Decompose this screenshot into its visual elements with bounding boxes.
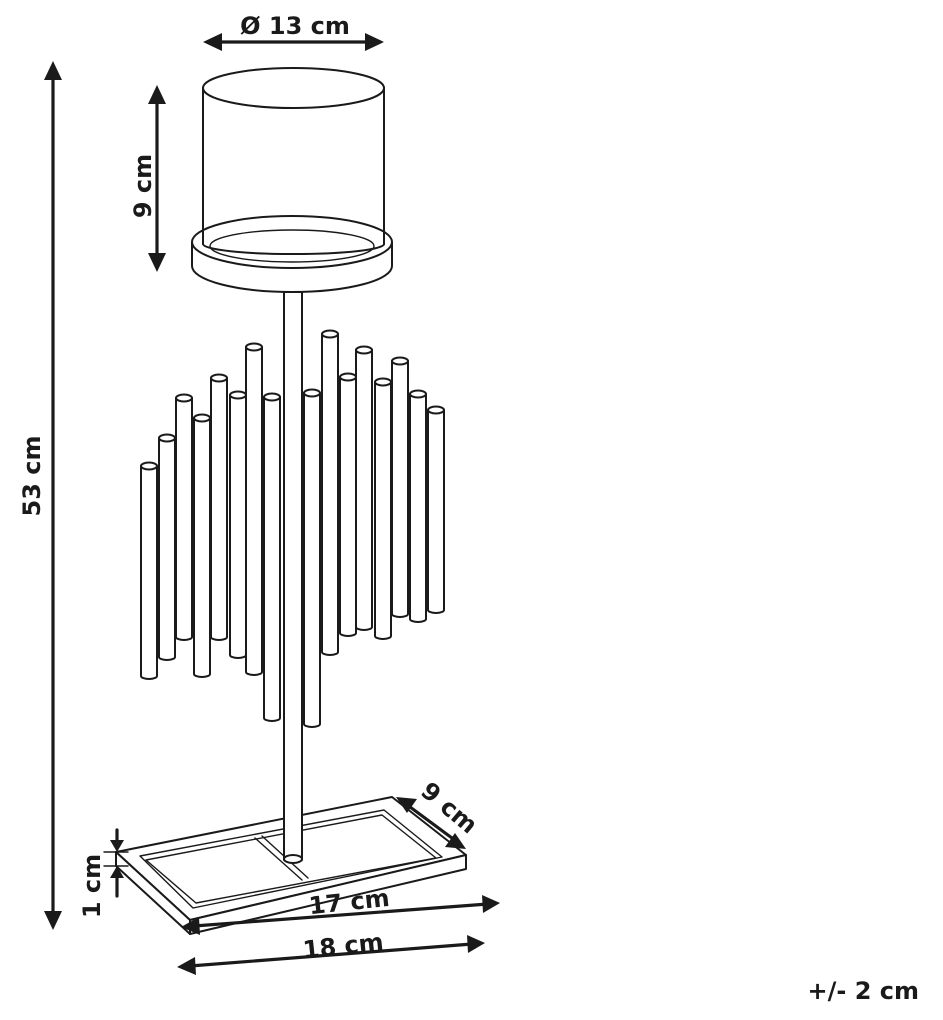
base-height-dimension: 1 cm	[78, 828, 129, 918]
base-length-label: 18 cm	[301, 928, 384, 964]
rod-15	[409, 389, 427, 623]
total-height-dimension: 53 cm	[18, 61, 62, 930]
diameter-label: Ø 13 cm	[240, 12, 350, 40]
rod-13	[374, 377, 392, 640]
rod-3	[175, 393, 193, 641]
rod-5	[210, 373, 228, 641]
rod-11	[339, 372, 357, 637]
rod-6	[229, 390, 247, 659]
rod-1	[140, 461, 158, 680]
center-stem	[283, 291, 303, 864]
rod-8	[263, 392, 281, 722]
rod-4	[193, 413, 211, 678]
holder-height-dimension: 9 cm	[129, 85, 166, 272]
decorative-rods	[140, 329, 445, 728]
rod-9	[303, 388, 321, 728]
candle-holder	[191, 67, 393, 293]
base-length-dimension: 18 cm	[177, 928, 485, 975]
total-height-label: 53 cm	[18, 436, 46, 517]
diameter-dimension: Ø 13 cm	[203, 12, 384, 51]
rod-16	[427, 405, 445, 614]
rod-10	[321, 329, 339, 656]
base-height-label-top: 1 cm	[78, 854, 106, 918]
rod-12	[355, 345, 373, 631]
holder-height-label: 9 cm	[129, 154, 157, 218]
rod-2	[158, 433, 176, 661]
rod-14	[391, 356, 409, 618]
rod-7	[245, 342, 263, 676]
tolerance-note: +/- 2 cm	[808, 977, 919, 1005]
